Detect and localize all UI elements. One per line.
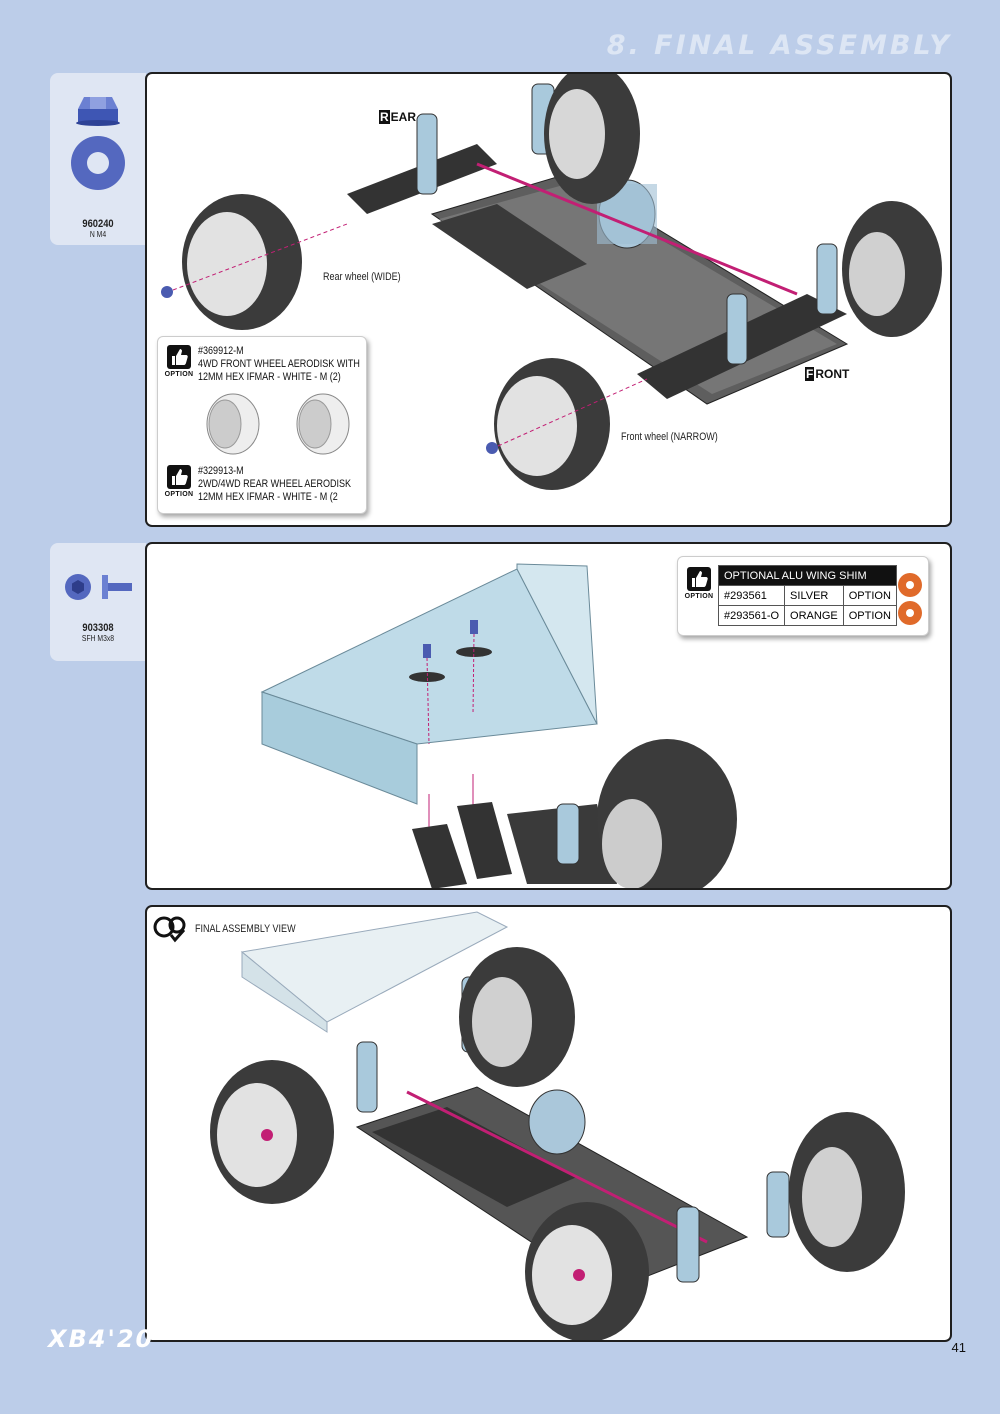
screw-icon <box>65 574 132 600</box>
rear-wheel-label: Rear wheel (WIDE) <box>323 271 401 283</box>
table-row: #293561 SILVER OPTION <box>717 585 897 606</box>
final-assembly-view-icon <box>153 916 186 943</box>
table-row: #293561-O ORANGE OPTION <box>717 605 897 626</box>
wing-mount-illustration <box>260 563 737 888</box>
thumbs-up-icon <box>172 349 188 365</box>
rear-text: EAR <box>390 110 417 124</box>
shim-type: OPTION <box>842 585 897 606</box>
orange-shim-icon <box>898 573 922 625</box>
product-logo: XB4'20 <box>48 1325 155 1353</box>
front-wheel-label: Front wheel (NARROW) <box>621 431 718 443</box>
option-line2: 12MM HEX IFMAR - WHITE - M (2) <box>198 371 341 383</box>
shim-color: SILVER <box>784 585 844 606</box>
thumbs-up-icon <box>172 469 188 485</box>
part-code: 903308 <box>82 622 114 634</box>
option-icon-text: OPTION <box>164 491 194 498</box>
step-panel-wing: OPTION OPTIONAL ALU WING SHIM #293561 SI… <box>145 542 952 890</box>
option-line2: 12MM HEX IFMAR - WHITE - M (2 <box>198 491 338 503</box>
option-text-front: #369912-M 4WD FRONT WHEEL AERODISK WITH … <box>198 345 360 384</box>
part-desc: N M4 <box>89 230 107 239</box>
final-assembly-view-title: FINAL ASSEMBLY VIEW <box>195 923 296 935</box>
step-panel-final-view: FINAL ASSEMBLY VIEW <box>145 905 952 1342</box>
section-title: 8. FINAL ASSEMBLY <box>606 30 952 61</box>
aerodisk-wheel-images <box>206 393 350 455</box>
shim-type: OPTION <box>842 605 897 626</box>
front-letter: F <box>805 367 815 381</box>
front-text: RONT <box>815 367 850 381</box>
wing-shim-table-title: OPTIONAL ALU WING SHIM <box>718 565 897 586</box>
option-part: #329913-M <box>198 465 244 477</box>
option-part: #369912-M <box>198 345 244 357</box>
shim-part: #293561-O <box>717 605 786 626</box>
part-code: 960240 <box>82 218 114 230</box>
option-text-rear: #329913-M 2WD/4WD REAR WHEEL AERODISK 12… <box>198 465 351 504</box>
option-icon-text: OPTION <box>164 371 194 378</box>
rear-letter: R <box>379 110 390 124</box>
flange-nut-icon <box>71 97 125 190</box>
option-line1: 4WD FRONT WHEEL AERODISK WITH <box>198 358 360 370</box>
option-icon-text: OPTION <box>684 593 714 600</box>
final-assembly-illustration <box>210 911 905 1340</box>
parts-tab-nut: 960240 N M4 <box>50 73 146 245</box>
thumbs-up-icon <box>692 571 708 587</box>
option-icon: OPTION <box>684 567 714 600</box>
option-callout-wheels: OPTION #369912-M 4WD FRONT WHEEL AERODIS… <box>157 336 367 514</box>
option-callout-wing-shim: OPTION OPTIONAL ALU WING SHIM #293561 SI… <box>677 556 929 636</box>
chassis-wheels-illustration <box>161 74 942 490</box>
parts-tab-screw: 903308 SFH M3x8 <box>50 543 146 661</box>
wing-shim-table: OPTIONAL ALU WING SHIM #293561 SILVER OP… <box>717 565 897 626</box>
part-desc: SFH M3x8 <box>81 634 115 643</box>
page-number: 41 <box>951 1340 966 1355</box>
shim-part: #293561 <box>717 585 786 606</box>
shim-color: ORANGE <box>784 605 844 626</box>
option-icon: OPTION <box>164 465 194 498</box>
option-icon: OPTION <box>164 345 194 378</box>
option-line1: 2WD/4WD REAR WHEEL AERODISK <box>198 478 352 490</box>
